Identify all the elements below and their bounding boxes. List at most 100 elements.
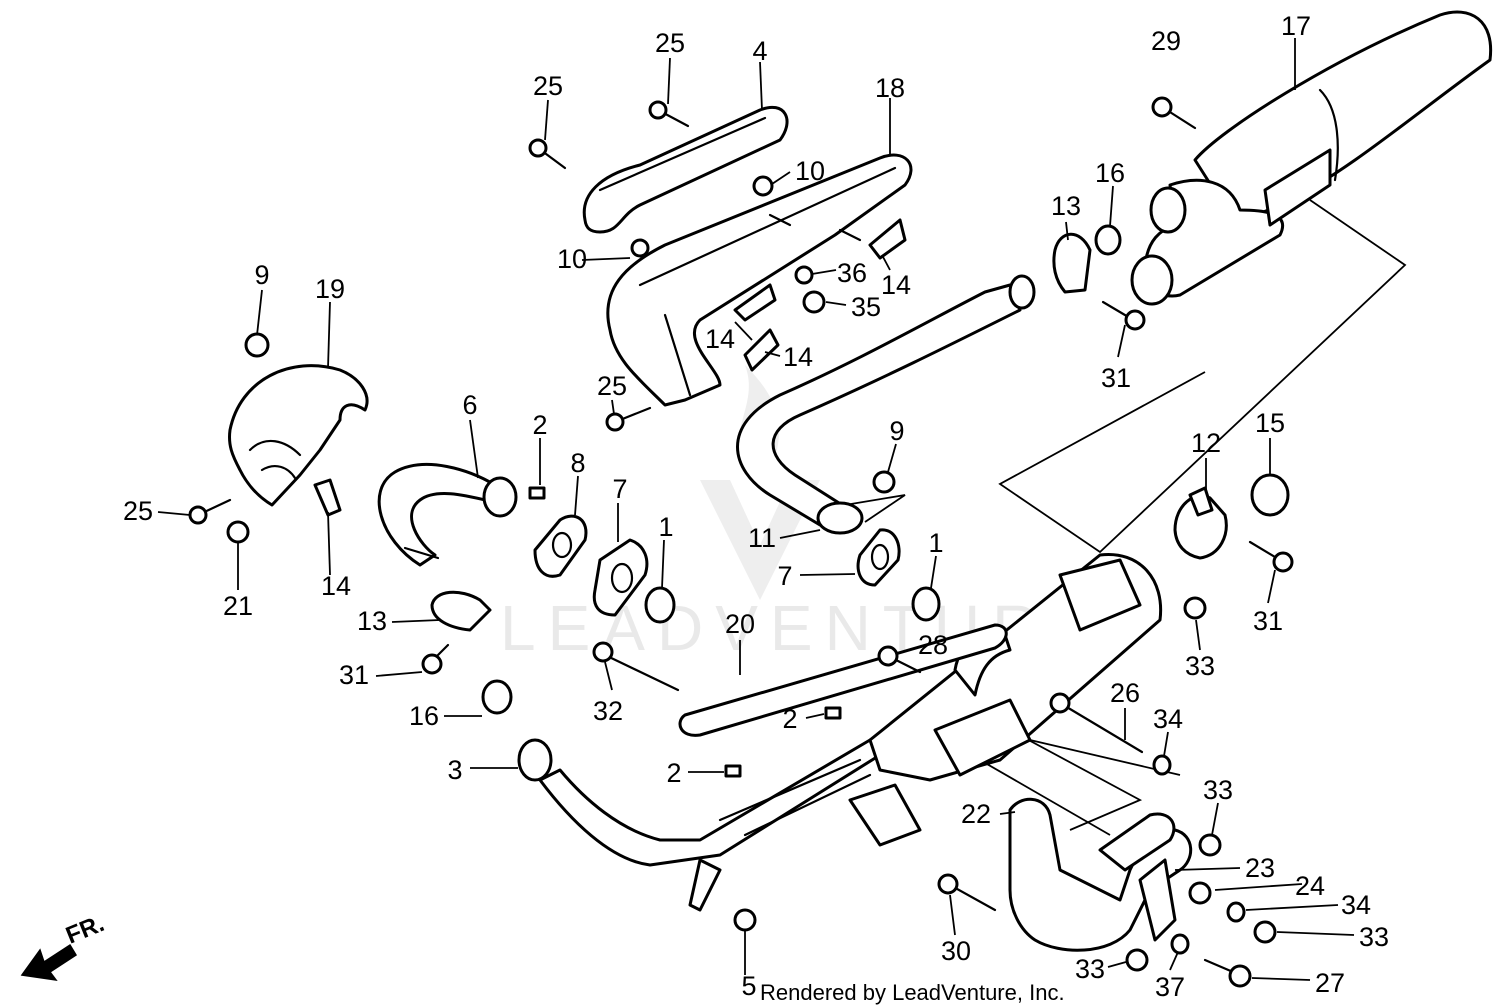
callout-label: 9 xyxy=(889,416,904,446)
callout-label: 11 xyxy=(748,523,776,553)
callout-label: 26 xyxy=(1110,678,1140,708)
nut-33-c xyxy=(1253,920,1277,944)
callout-label: 31 xyxy=(1101,363,1131,393)
callout-label: 6 xyxy=(462,390,477,420)
seal-ring-1-left xyxy=(644,586,676,624)
clamp-13-upper xyxy=(1052,232,1092,294)
callout-label: 25 xyxy=(655,28,685,58)
gasket-8 xyxy=(533,514,588,578)
callout-labels: 25 4 25 18 10 10 36 14 35 14 14 9 19 25 … xyxy=(123,11,1389,1002)
callout-label: 23 xyxy=(1245,853,1275,883)
clamp-12 xyxy=(1173,494,1228,560)
grommet-10-lower xyxy=(630,238,650,258)
callout-label: 28 xyxy=(918,630,948,660)
callout-label: 2 xyxy=(666,758,681,788)
callout-label: 33 xyxy=(1203,775,1233,805)
watermark-logo-icon xyxy=(700,480,820,600)
callout-label: 21 xyxy=(223,591,253,621)
callout-label: 19 xyxy=(315,274,345,304)
bolt-26 xyxy=(1058,701,1144,754)
callout-label: 14 xyxy=(705,324,735,354)
callout-label: 30 xyxy=(941,936,971,966)
bolt-31-b xyxy=(1101,300,1132,320)
bolt-30 xyxy=(948,883,997,912)
front-direction-label: FR. xyxy=(62,910,108,950)
gasket-7-right xyxy=(856,528,901,587)
nut-9-right xyxy=(872,470,896,494)
washer-36 xyxy=(794,265,814,285)
nut-33-d xyxy=(1125,948,1149,972)
nut-33-b xyxy=(1198,833,1222,857)
callout-label: 4 xyxy=(752,36,767,66)
callout-label: 31 xyxy=(1253,606,1283,636)
nut-35 xyxy=(802,290,826,314)
callout-label: 12 xyxy=(1191,428,1221,458)
callout-label: 18 xyxy=(875,73,905,103)
clamp-12-nut xyxy=(1188,486,1214,517)
callout-label: 15 xyxy=(1255,408,1285,438)
callout-label: 13 xyxy=(357,606,387,636)
washer-34-lower xyxy=(1226,901,1246,923)
guide-line-rear-muffler xyxy=(998,199,1407,554)
washer-34-upper xyxy=(1152,754,1172,776)
clip-2-c xyxy=(724,764,742,778)
sleeve-15 xyxy=(1250,473,1290,517)
heat-shield-20 xyxy=(678,623,1008,737)
guide-line-bracket-b xyxy=(979,759,1111,836)
callout-label: 37 xyxy=(1155,972,1185,1002)
clamp-parts xyxy=(313,218,1228,632)
heat-shield-19 xyxy=(228,364,369,507)
callout-label: 7 xyxy=(612,474,627,504)
callout-label: 2 xyxy=(782,704,797,734)
callout-label: 17 xyxy=(1281,11,1311,41)
callout-label: 10 xyxy=(557,244,587,274)
clip-14-b xyxy=(733,283,777,322)
callout-label: 24 xyxy=(1295,871,1325,901)
nut-33-a xyxy=(1183,596,1207,620)
ring-parts xyxy=(481,224,1290,955)
callout-label: 3 xyxy=(447,755,462,785)
front-arrow-icon xyxy=(20,943,78,982)
callout-label: 32 xyxy=(593,696,623,726)
callout-label: 31 xyxy=(339,660,369,690)
callout-label: 14 xyxy=(783,342,813,372)
callout-label: 29 xyxy=(1151,26,1181,56)
callout-label: 25 xyxy=(533,71,563,101)
front-direction-indicator: FR. xyxy=(20,910,108,982)
callout-label: 1 xyxy=(928,528,943,558)
clamp-13-lower xyxy=(430,590,492,632)
callout-label: 25 xyxy=(123,496,153,526)
callout-label: 16 xyxy=(409,701,439,731)
grommet-21 xyxy=(226,520,250,544)
callout-label: 27 xyxy=(1315,968,1345,998)
callout-label: 33 xyxy=(1185,651,1215,681)
render-credit: Rendered by LeadVenture, Inc. xyxy=(760,980,1065,1005)
callout-label: 5 xyxy=(741,971,756,1001)
sleeve-16-upper xyxy=(1094,224,1122,256)
clip-2-a xyxy=(528,486,546,500)
clip-14-d xyxy=(313,478,342,517)
clip-2-b xyxy=(824,706,842,720)
heat-shield-18 xyxy=(606,153,913,407)
leader-lines xyxy=(157,38,1355,981)
callout-label: 16 xyxy=(1095,158,1125,188)
callout-label: 33 xyxy=(1075,954,1105,984)
callout-label: 35 xyxy=(851,292,881,322)
callout-label: 14 xyxy=(881,270,911,300)
callout-label: 7 xyxy=(777,561,792,591)
guide-line-gasket xyxy=(844,494,906,523)
callout-label: 14 xyxy=(321,571,351,601)
callout-label: 34 xyxy=(1341,890,1371,920)
bracket-22 xyxy=(1008,797,1193,952)
heat-shield-4 xyxy=(582,105,789,234)
callout-label: 25 xyxy=(597,371,627,401)
callout-label: 10 xyxy=(795,156,825,186)
collar-24 xyxy=(1188,881,1212,905)
sleeve-16-lower xyxy=(481,679,513,715)
clip-14-a xyxy=(868,218,907,260)
rear-muffler-17 xyxy=(1130,10,1493,306)
washer-37 xyxy=(1170,933,1190,955)
seal-ring-1-right xyxy=(911,586,941,622)
